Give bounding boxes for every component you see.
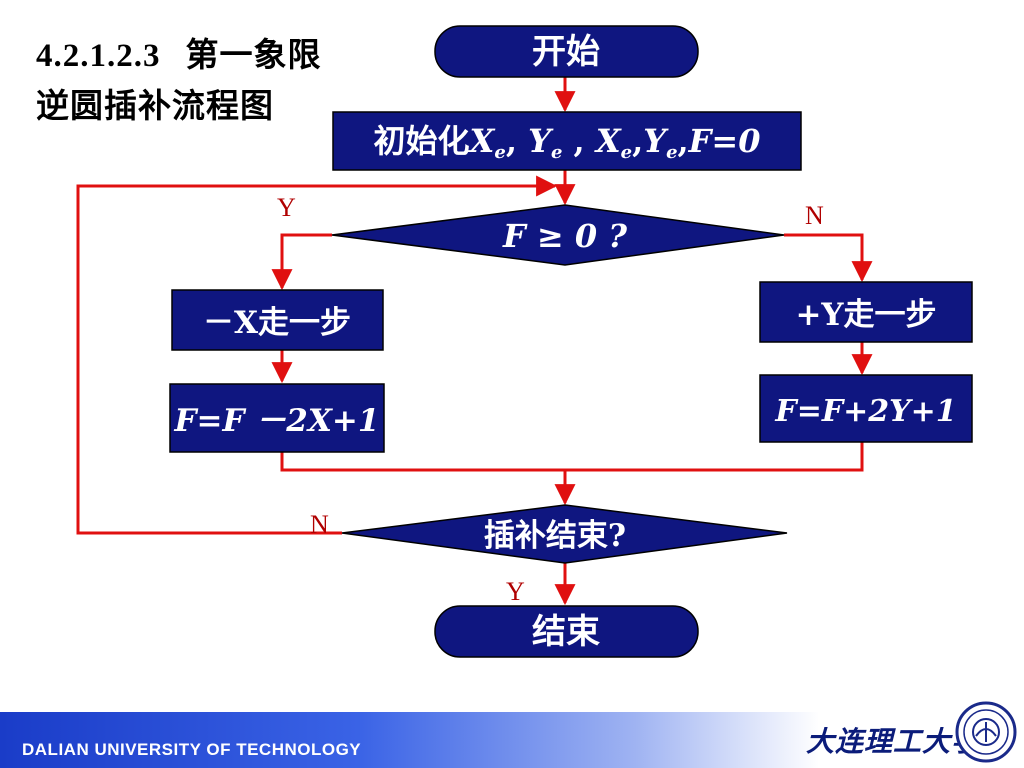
title-line-1: 4.2.1.2.3 第一象限 [36,30,321,81]
left-step-label: －X走一步 [203,305,351,341]
arrow-loop-back [76,175,558,535]
flowchart: 开始 初始化Xe, Ye , Xe,Ye,F=0 F ≥ 0 ? －X走一步 F… [76,25,973,658]
right-formula-label: F=F+2Y+1 [774,394,956,429]
end-label: 结束 [532,612,600,652]
decision-interp-end [341,504,788,564]
left-formula-label: F=F －2X+1 [174,403,380,439]
start-terminal [434,25,699,78]
arrow-yes-to-left [271,233,332,291]
university-name-en: DALIAN UNIVERSITY OF TECHNOLOGY [22,740,362,759]
slide-title: 4.2.1.2.3 第一象限 逆圆插补流程图 [36,30,321,131]
decision-interp-end-label: 插补结束? [484,518,626,554]
decision-f-ge-0-label: F ≥ 0 ? [502,217,627,255]
init-label: 初始化Xe, Ye , Xe,Ye,F=0 [374,122,761,163]
label-no-2: N [310,510,329,539]
university-logo-cn: 大连理工大学 [806,725,981,758]
end-terminal [434,605,699,658]
right-step-label: +Y走一步 [795,297,936,333]
start-label: 开始 [532,32,600,72]
section-number: 4.2.1.2.3 [36,38,161,74]
arrow-no-to-right [784,233,873,283]
title-line-2: 逆圆插补流程图 [36,86,274,125]
merge-left [280,442,864,472]
left-step-box [171,289,384,351]
right-step-box [759,281,973,343]
init-box [332,111,802,171]
decision-f-ge-0 [331,204,785,266]
label-yes-2: Y [506,577,525,606]
label-yes-1: Y [277,193,296,222]
left-formula-box [169,383,385,453]
footer-bar: DALIAN UNIVERSITY OF TECHNOLOGY [0,712,1024,768]
connectors [76,77,873,606]
label-no-1: N [805,201,824,230]
right-formula-box [759,374,973,443]
title-text-1: 第一象限 [185,35,322,74]
university-seal-icon [955,701,1017,763]
